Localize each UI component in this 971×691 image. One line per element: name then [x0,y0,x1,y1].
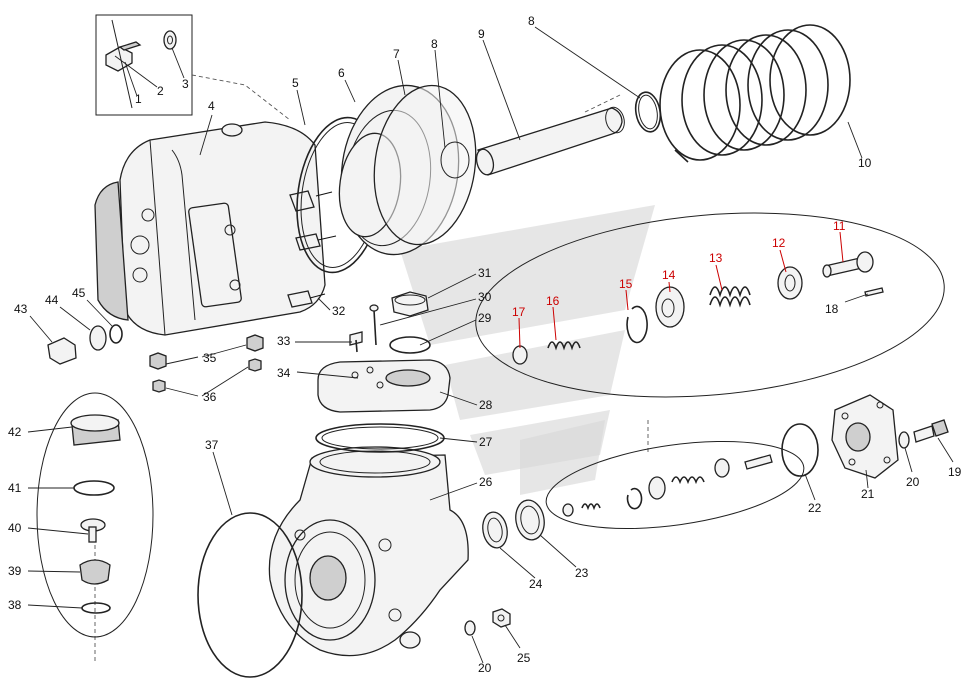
callout-27: 27 [479,435,493,449]
callout-36: 36 [203,390,217,404]
o-ring-22 [781,423,819,477]
chamber-body [94,121,337,336]
cover-34 [317,359,451,413]
callout-44: 44 [45,293,59,307]
callout-10: 10 [858,156,872,170]
callout-15: 15 [619,277,633,291]
seals-23-24 [482,499,545,549]
callout-38: 38 [8,598,22,612]
callout-45: 45 [72,286,86,300]
pushrod-9 [475,106,625,176]
washer-20-lower [464,620,476,636]
lower-valve-parts [562,454,773,517]
plugs-35 [149,334,264,370]
pin-30 [369,304,379,346]
callout-26: 26 [479,475,493,489]
callout-9: 9 [478,27,485,41]
valve-body-26 [268,446,469,657]
seal-45 [109,324,123,344]
callout-31: 31 [478,266,492,280]
callout-25: 25 [517,651,531,665]
callout-2: 2 [157,84,164,98]
callout-43: 43 [14,302,28,316]
main-spring-10 [659,24,851,163]
valve-parts-group-outline [475,212,945,398]
callout-22: 22 [808,501,822,515]
callout-14: 14 [662,268,676,282]
callout-16: 16 [546,294,560,308]
callout-13: 13 [709,251,723,265]
callout-labels: 1 2 3 4 5 6 7 8 8 9 10 11 12 13 14 15 16… [8,14,962,675]
callout-19: 19 [948,465,962,479]
callout-18: 18 [825,302,839,316]
callout-8-right: 8 [528,14,535,28]
callout-12: 12 [772,236,786,250]
washer-44 [89,325,107,351]
seal-29 [389,336,431,354]
callout-41: 41 [8,481,22,495]
callout-30: 30 [478,290,492,304]
callout-32: 32 [332,304,346,318]
callout-42: 42 [8,425,22,439]
left-plug-group [36,392,154,638]
callout-6: 6 [338,66,345,80]
diaphragm-housing [338,84,477,256]
callout-34: 34 [277,366,291,380]
callout-4: 4 [208,99,215,113]
nut-25 [492,608,511,628]
plugs-36 [152,358,262,393]
callout-1: 1 [135,92,142,106]
callout-17: 17 [512,305,526,319]
valve-parts [512,251,884,365]
flange-21 [831,394,899,479]
callout-20-right: 20 [906,475,920,489]
ring-8 [634,91,662,133]
washer-20 [898,431,910,449]
callout-37: 37 [205,438,219,452]
callout-23: 23 [575,566,589,580]
callout-21: 21 [861,487,875,501]
callout-39: 39 [8,564,22,578]
leader-lines [27,26,954,664]
callout-5: 5 [292,76,299,90]
callout-24: 24 [529,577,543,591]
callout-35: 35 [203,351,217,365]
callout-29: 29 [478,311,492,325]
watermark-logo [400,205,655,495]
callout-40: 40 [8,521,22,535]
o-ring-37 [197,512,303,678]
callout-28: 28 [479,398,493,412]
callout-11: 11 [833,219,846,233]
callout-33: 33 [277,334,291,348]
fitting-43 [47,337,77,365]
callout-7: 7 [393,47,400,61]
bolt-19 [913,419,949,443]
lower-valve-group-outline [545,440,805,530]
callout-8-upper: 8 [431,37,438,51]
callout-20-bottom: 20 [478,661,492,675]
plug-31 [391,291,429,317]
callout-3: 3 [182,77,189,91]
inset-bolt-set [95,14,193,116]
